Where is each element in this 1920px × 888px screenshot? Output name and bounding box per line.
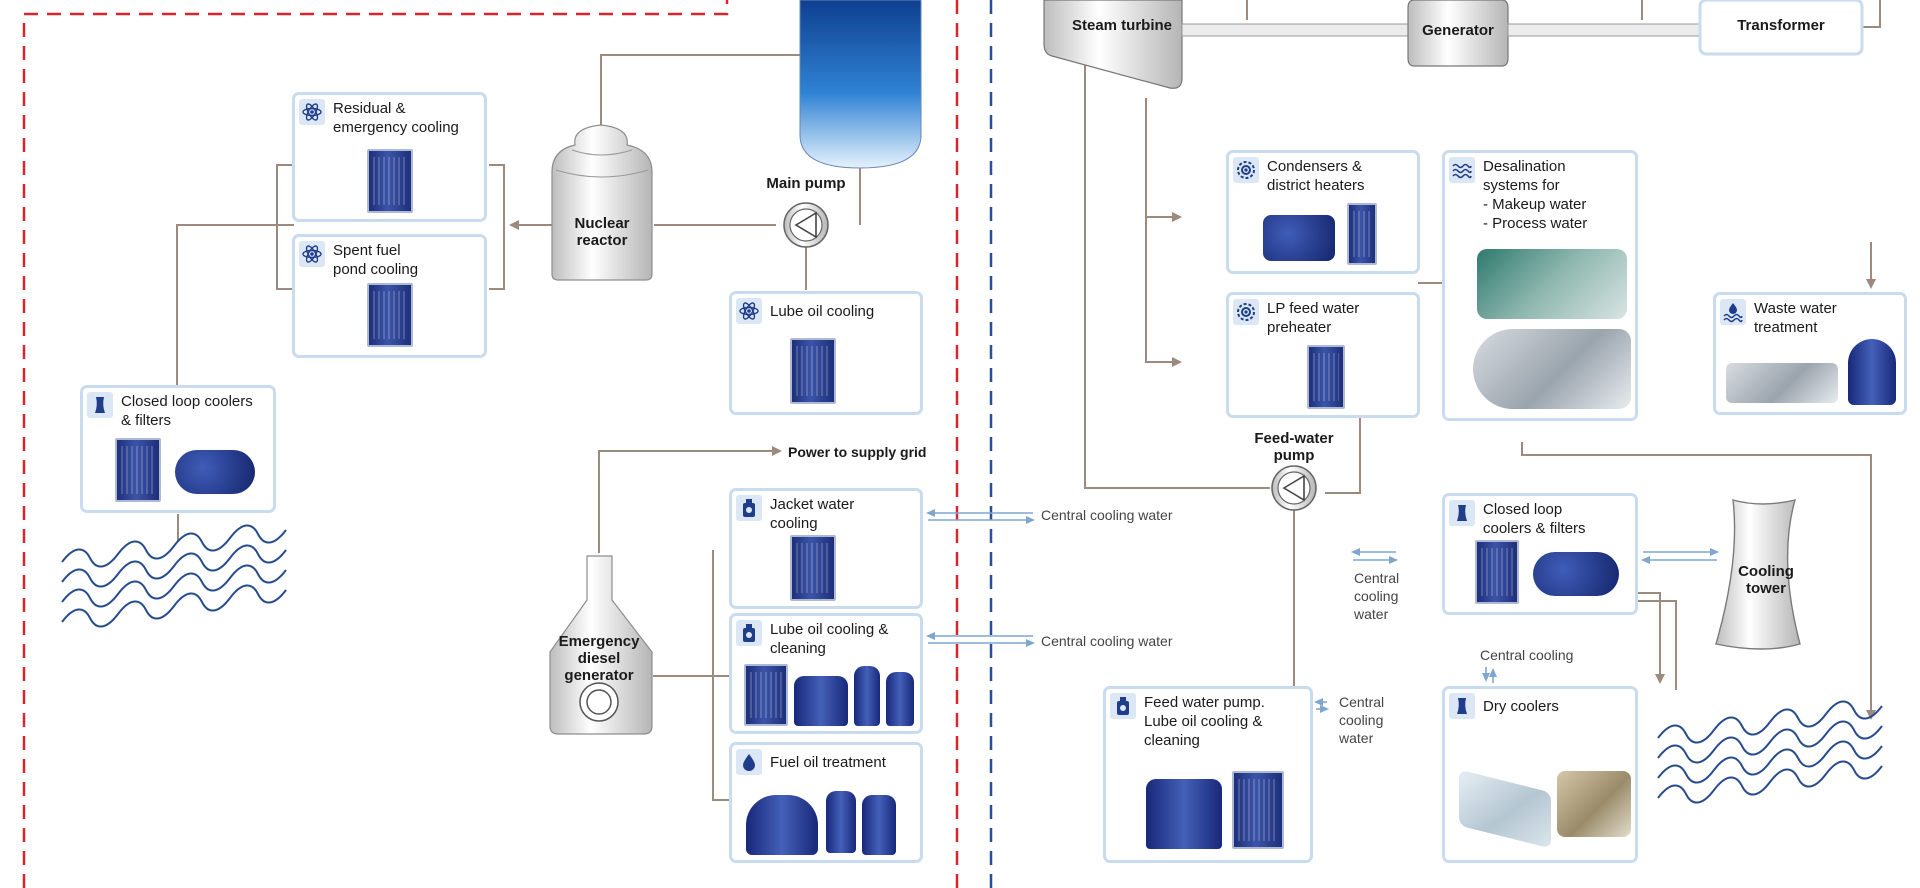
shell-tube-cooler	[175, 450, 255, 494]
lp-feed-title: LP feed water preheater	[1267, 300, 1360, 336]
condensers-box: Condensers & district heaters	[1226, 150, 1420, 274]
plate-heat-exchanger	[367, 149, 413, 213]
plate-heat-exchanger	[1347, 203, 1377, 265]
central-cooling-water-right-label: Central cooling water	[1354, 570, 1400, 622]
jacket-water-title: Jacket water cooling	[770, 496, 855, 532]
central-cooling-water-jacket-label: Central cooling water	[1041, 507, 1173, 523]
cooling-tower-label: Cooling tower	[1738, 563, 1794, 597]
reactor-vessel	[799, 0, 922, 169]
separator-unit	[854, 666, 880, 726]
water-body-right	[1657, 700, 1883, 804]
shell-tube-cooler	[1533, 552, 1619, 596]
cooling-tower	[1715, 499, 1801, 650]
separator-unit	[1848, 339, 1896, 405]
plate-heat-exchanger	[790, 338, 836, 404]
water-drop-icon	[1720, 299, 1746, 325]
cooling-tower-icon	[87, 392, 113, 418]
closed-loop-right-title: Closed loop coolers & filters	[1483, 501, 1586, 537]
steam-turbine-label: Steam turbine	[1071, 17, 1173, 34]
condensers-title: Condensers & district heaters	[1267, 158, 1365, 194]
oil-drop-icon	[736, 749, 762, 775]
closed-loop-left-title: Closed loop coolers & filters	[121, 393, 253, 429]
central-cooling-label: Central cooling	[1480, 647, 1574, 663]
lube-oil-cleaning-title: Lube oil cooling & cleaning	[770, 621, 889, 657]
desalination-unit-photo	[1477, 249, 1627, 319]
fan-icon	[1233, 299, 1259, 325]
spent-fuel-title: Spent fuel pond cooling	[333, 242, 419, 278]
emergency-generator-label: Emergency diesel generator	[558, 633, 640, 684]
plate-heat-exchanger	[1307, 345, 1345, 409]
fuel-oil-title: Fuel oil treatment	[770, 754, 886, 771]
closed-loop-left-box: Closed loop coolers & filters	[80, 385, 276, 513]
central-cooling-water-feed-label: Central cooling water	[1339, 694, 1385, 746]
dry-cooler-photo	[1459, 769, 1551, 849]
separator-unit	[746, 795, 818, 855]
cooling-water-arrows	[926, 509, 1719, 713]
separator-unit	[826, 791, 856, 853]
bottle-icon	[1110, 693, 1136, 719]
water-body-left	[61, 524, 287, 628]
plate-heat-exchanger	[790, 535, 836, 601]
process-lines	[176, 0, 1881, 801]
feed-water-pump	[1271, 465, 1317, 511]
cooling-tower-icon	[1449, 693, 1475, 719]
desalination-title: Desalination systems for - Makeup water …	[1483, 158, 1588, 232]
bottle-icon	[736, 495, 762, 521]
main-pump-label: Main pump	[766, 175, 846, 192]
dry-cooler-photo	[1557, 771, 1631, 837]
plate-heat-exchanger	[115, 438, 161, 502]
jacket-water-box: Jacket water cooling	[729, 488, 923, 609]
waves-icon	[1449, 157, 1475, 183]
plate-heat-exchanger	[744, 664, 788, 726]
nuclear-reactor-label: Nuclear reactor	[574, 215, 630, 249]
separator-unit	[1146, 779, 1222, 849]
power-grid-label: Power to supply grid	[788, 444, 927, 460]
plate-heat-exchanger	[1475, 540, 1519, 604]
fan-icon	[1233, 157, 1259, 183]
condenser-unit	[1263, 215, 1335, 261]
feed-water-pump-label: Feed-water pump	[1254, 430, 1334, 464]
fuel-oil-treatment-box: Fuel oil treatment	[729, 742, 923, 863]
separator-unit	[886, 672, 914, 726]
closed-loop-right-box: Closed loop coolers & filters	[1442, 493, 1638, 615]
desalination-unit-photo	[1473, 329, 1631, 409]
emergency-diesel-generator	[549, 555, 653, 735]
residual-emergency-cooling-box: Residual & emergency cooling	[292, 92, 487, 222]
feed-pump-lube-box: Feed water pump. Lube oil cooling & clea…	[1103, 686, 1313, 863]
waste-water-box: Waste water treatment	[1713, 292, 1907, 415]
dry-coolers-title: Dry coolers	[1483, 698, 1559, 715]
lp-feed-preheater-box: LP feed water preheater	[1226, 292, 1420, 418]
atom-icon	[299, 241, 325, 267]
plate-heat-exchanger	[367, 283, 413, 347]
residual-cooling-title: Residual & emergency cooling	[333, 100, 459, 136]
atom-icon	[299, 99, 325, 125]
feed-pump-lube-title: Feed water pump. Lube oil cooling & clea…	[1144, 694, 1265, 749]
lube-oil-cleaning-box: Lube oil cooling & cleaning	[729, 613, 923, 734]
zone-borders	[22, 0, 993, 888]
lube-oil-top-title: Lube oil cooling	[770, 303, 875, 320]
transformer-label: Transformer	[1737, 17, 1825, 34]
lube-oil-top-box: Lube oil cooling	[729, 291, 923, 415]
separator-unit	[794, 676, 848, 726]
spent-fuel-cooling-box: Spent fuel pond cooling	[292, 234, 487, 358]
atom-icon	[736, 298, 762, 324]
main-pump	[783, 202, 829, 248]
dry-coolers-box: Dry coolers	[1442, 686, 1638, 863]
waste-water-title: Waste water treatment	[1754, 300, 1837, 336]
separator-unit	[862, 795, 896, 855]
bottle-icon	[736, 620, 762, 646]
generator-label: Generator	[1422, 22, 1494, 39]
desalination-box: Desalination systems for - Makeup water …	[1442, 150, 1638, 421]
nuclear-reactor	[551, 124, 653, 281]
plate-heat-exchanger	[1232, 771, 1284, 849]
cooling-tower-icon	[1449, 500, 1475, 526]
central-cooling-water-lube-label: Central cooling water	[1041, 633, 1173, 649]
decanter-photo	[1726, 363, 1838, 403]
turbine-train	[1043, 0, 1864, 89]
